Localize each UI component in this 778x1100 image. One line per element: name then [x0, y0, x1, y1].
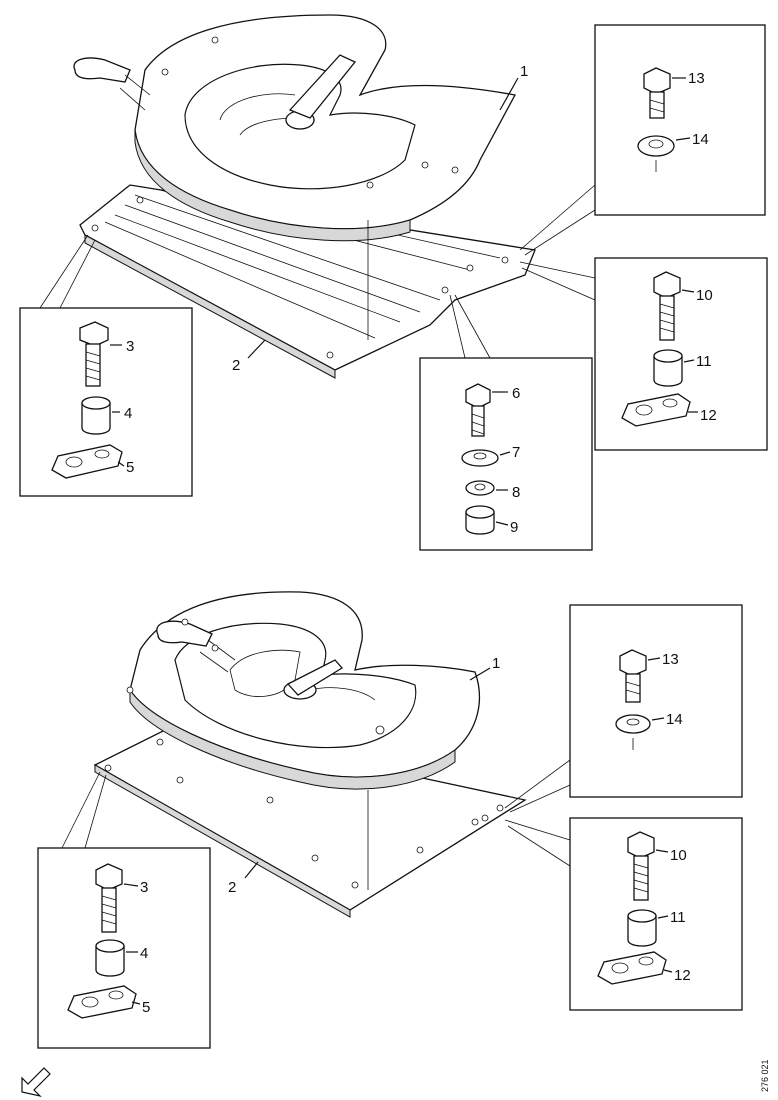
top-fifth-wheel-plate — [73, 14, 516, 242]
top-left-callout-0: 3 — [126, 338, 134, 355]
bottom-fifth-wheel-plate — [126, 591, 481, 790]
bottom-right-lower-callout-2: 12 — [674, 967, 691, 984]
top-center-callout-0: 6 — [512, 385, 520, 402]
top-left-detail-box: 3 4 5 — [19, 307, 193, 497]
bottom-assembly: 1 2 3 4 5 — [37, 591, 743, 1049]
top-center-callout-1: 7 — [512, 444, 520, 461]
top-center-callout-3: 9 — [510, 519, 518, 536]
arrow-left-down-icon — [21, 1067, 51, 1098]
top-assembly: 1 2 3 4 5 — [19, 14, 768, 551]
top-callout-plate: 1 — [520, 63, 528, 80]
top-left-callout-2: 5 — [126, 459, 134, 476]
top-callout-mount: 2 — [232, 357, 240, 374]
bottom-mounting-plate — [93, 724, 527, 918]
top-right-lower-detail-box: 10 11 12 — [594, 257, 768, 451]
bottom-left-callout-2: 5 — [142, 999, 150, 1016]
top-right-upper-callout-1: 14 — [692, 131, 709, 148]
bottom-callout-plate: 1 — [492, 655, 500, 672]
bottom-right-upper-detail-box: 13 14 — [569, 604, 743, 798]
top-center-callout-2: 8 — [512, 484, 520, 501]
bottom-right-upper-callout-0: 13 — [662, 651, 679, 668]
bottom-right-lower-callout-0: 10 — [670, 847, 687, 864]
top-center-detail-box: 6 7 8 9 — [419, 357, 593, 551]
bottom-left-callout-0: 3 — [140, 879, 148, 896]
bottom-right-lower-callout-1: 11 — [670, 909, 686, 926]
bottom-left-detail-box: 3 4 5 — [37, 847, 211, 1049]
top-right-lower-callout-1: 11 — [696, 353, 712, 370]
top-right-lower-callout-2: 12 — [700, 407, 717, 424]
bottom-callout-mount: 2 — [228, 879, 236, 896]
figure-reference: 276 021 — [760, 1059, 770, 1092]
top-right-lower-callout-0: 10 — [696, 287, 713, 304]
top-right-upper-detail-box: 13 14 — [594, 24, 766, 216]
bottom-left-callout-1: 4 — [140, 945, 148, 962]
top-right-upper-callout-0: 13 — [688, 70, 705, 87]
bottom-right-upper-callout-1: 14 — [666, 711, 683, 728]
bottom-right-lower-detail-box: 10 11 12 — [569, 817, 743, 1011]
top-left-callout-1: 4 — [124, 405, 132, 422]
